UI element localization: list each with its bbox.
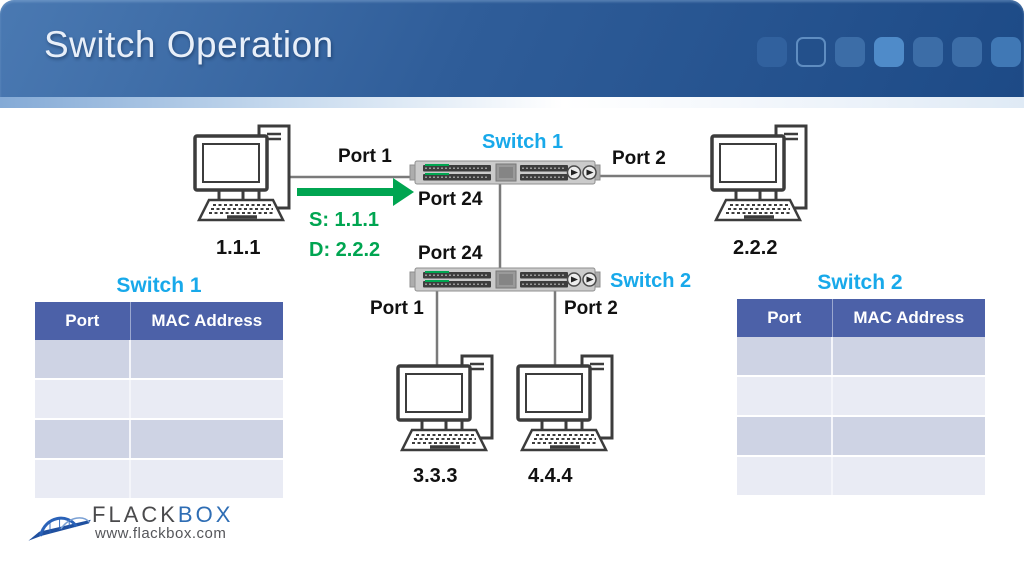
- cell-port: [35, 379, 131, 420]
- flackbox-logo: FLACKBOX www.flackbox.com: [26, 500, 236, 552]
- label-sw1-port24: Port 24: [418, 189, 483, 210]
- bridge-icon: [28, 516, 91, 541]
- label-host-3: 3.3.3: [413, 465, 458, 487]
- table-row: [737, 456, 985, 497]
- column-header-mac: MAC Address: [130, 302, 283, 340]
- table-row: [737, 416, 985, 457]
- table-header-row: Port MAC Address: [35, 302, 283, 340]
- label-frame-destination: D: 2.2.2: [309, 239, 381, 261]
- table-row: [737, 337, 985, 377]
- table-row: [35, 459, 283, 500]
- decor-square: [874, 37, 904, 67]
- table-row: [35, 340, 283, 380]
- pc1-device: [193, 124, 291, 222]
- page-title: Switch Operation: [44, 24, 334, 65]
- table-row: [35, 379, 283, 420]
- label-sw2-port2: Port 2: [564, 298, 618, 319]
- cell-mac: [832, 456, 985, 497]
- cell-mac: [832, 376, 985, 417]
- cell-port: [737, 337, 833, 377]
- cell-mac: [130, 419, 283, 460]
- decor-square: [913, 37, 943, 67]
- switch2-device: [409, 267, 601, 292]
- cell-port: [737, 416, 833, 457]
- decor-square: [952, 37, 982, 67]
- label-host-1: 1.1.1: [216, 237, 261, 259]
- cell-mac: [832, 337, 985, 377]
- label-switch2: Switch 2: [610, 270, 692, 292]
- decor-square: [796, 37, 826, 67]
- cell-port: [35, 340, 131, 380]
- header-decor-squares: [757, 37, 1021, 67]
- switch1-table-title: Switch 1: [116, 274, 202, 297]
- cell-port: [35, 419, 131, 460]
- label-host-4: 4.4.4: [528, 465, 573, 487]
- switch2-table-title: Switch 2: [817, 271, 903, 294]
- decor-square: [991, 37, 1021, 67]
- label-host-2: 2.2.2: [733, 237, 778, 259]
- frame-arrow: [297, 178, 414, 206]
- switch1-mac-table: Port MAC Address: [35, 302, 283, 500]
- label-frame-source: S: 1.1.1: [309, 209, 380, 231]
- label-sw1-port2: Port 2: [612, 148, 666, 169]
- logo-wordmark: FLACKBOX: [92, 502, 233, 528]
- switch2-mac-table: Port MAC Address: [737, 299, 985, 497]
- column-header-mac: MAC Address: [832, 299, 985, 337]
- header-gloss-stripe: [0, 97, 1024, 108]
- cell-port: [737, 456, 833, 497]
- table-row: [35, 419, 283, 460]
- label-sw2-port24: Port 24: [418, 243, 483, 264]
- label-switch1: Switch 1: [482, 131, 564, 153]
- pc2-device: [710, 124, 808, 222]
- label-sw2-port1: Port 1: [370, 298, 424, 319]
- column-header-port: Port: [35, 302, 131, 340]
- column-header-port: Port: [737, 299, 833, 337]
- pc4-device: [516, 354, 614, 452]
- switch1-device: [409, 160, 601, 185]
- decor-square: [835, 37, 865, 67]
- cell-mac: [130, 340, 283, 380]
- pc3-device: [396, 354, 494, 452]
- cell-port: [737, 376, 833, 417]
- table-header-row: Port MAC Address: [737, 299, 985, 337]
- label-sw1-port1: Port 1: [338, 146, 392, 167]
- cell-mac: [832, 416, 985, 457]
- logo-text-flack: FLACK: [92, 502, 178, 527]
- decor-square: [757, 37, 787, 67]
- logo-text-box: BOX: [177, 502, 234, 527]
- cell-port: [35, 459, 131, 500]
- cell-mac: [130, 379, 283, 420]
- cell-mac: [130, 459, 283, 500]
- table-row: [737, 376, 985, 417]
- logo-url: www.flackbox.com: [95, 525, 227, 542]
